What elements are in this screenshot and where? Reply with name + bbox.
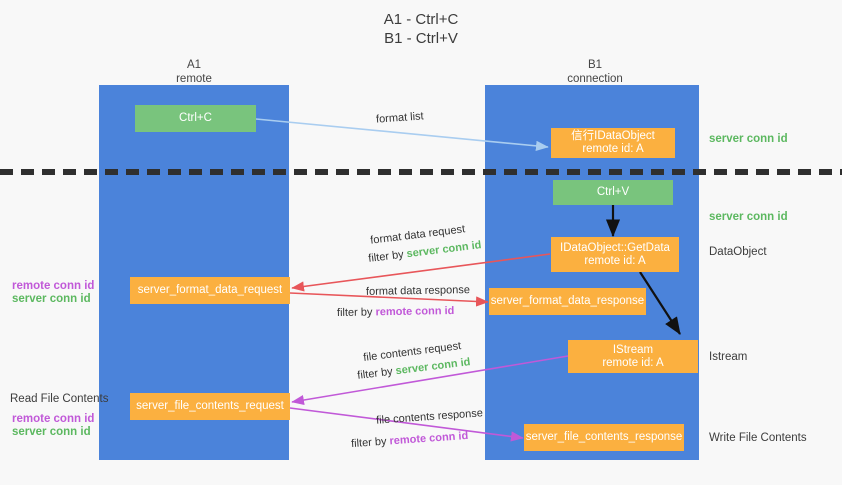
box-istream[interactable]: IStream remote id: A [568,340,698,373]
mid-label-file-contents-response-filter: filter by remote conn id [351,429,469,451]
box-istream-label: IStream [612,343,654,356]
page-title: A1 - Ctrl+C B1 - Ctrl+V [0,10,842,48]
format-data-response-filter-prefix: filter by [336,306,376,320]
right-label-write-file-contents: Write File Contents [709,432,807,444]
format-data-request-filter-value: server conn id [405,239,483,261]
box-getdata-remote-id: remote id: A [584,254,646,267]
box-server-format-data-request[interactable]: server_format_data_request [130,277,290,304]
format-data-response-filter-value: remote conn id [375,304,455,319]
box-server-file-contents-response-label: server_file_contents_response [525,431,683,443]
left-label-read-file-contents: Read File Contents [10,393,109,405]
box-server-format-data-response-label: server_format_data_response [490,295,645,307]
column-header-a1: A1 remote [134,58,254,86]
box-ctrl-c[interactable]: Ctrl+C [135,105,256,132]
mid-label-format-data-response: format data response [365,284,471,298]
right-label-server-conn-id-mid: server conn id [709,211,788,223]
file-contents-request-filter-prefix: filter by [356,365,397,382]
mid-label-file-contents-response: file contents response [375,407,484,427]
column-a1-name: A1 [186,59,202,71]
box-idataobject[interactable]: 信行IDataObject remote id: A [551,128,675,158]
phase-divider [0,169,842,175]
box-idataobject-remote-id: remote id: A [582,143,644,155]
box-ctrl-v[interactable]: Ctrl+V [553,180,673,205]
format-data-request-filter-prefix: filter by [367,248,408,265]
box-ctrl-c-label: Ctrl+C [179,112,212,124]
box-istream-remote-id: remote id: A [602,356,664,369]
right-label-istream: Istream [709,351,748,363]
box-server-format-data-request-label: server_format_data_request [137,284,283,296]
left-label-format-server-conn-id: server conn id [12,293,91,305]
title-line-2: B1 - Ctrl+V [384,30,458,47]
left-label-file-remote-conn-id: remote conn id [12,413,95,425]
right-label-dataobject: DataObject [709,246,767,258]
mid-label-format-data-response-filter: filter by remote conn id [337,304,455,320]
left-label-format-remote-conn-id: remote conn id [12,280,95,292]
box-idataobject-getdata[interactable]: IDataObject::GetData remote id: A [551,237,679,272]
mid-label-format-list: format list [375,110,425,126]
file-contents-response-filter-prefix: filter by [350,435,390,451]
box-server-file-contents-response[interactable]: server_file_contents_response [524,424,684,451]
box-server-format-data-response[interactable]: server_format_data_response [489,288,646,315]
box-server-file-contents-request[interactable]: server_file_contents_request [130,393,290,420]
box-server-file-contents-request-label: server_file_contents_request [136,400,284,412]
column-a1-sub: remote [176,73,212,85]
column-b1-sub: connection [567,73,623,85]
column-header-b1: B1 connection [535,58,655,86]
box-idataobject-label: 信行IDataObject [571,130,655,142]
column-b1-name: B1 [587,59,603,71]
file-contents-response-filter-value: remote conn id [389,429,469,448]
title-line-1: A1 - Ctrl+C [383,11,459,28]
left-label-file-server-conn-id: server conn id [12,426,91,438]
right-label-server-conn-id-top: server conn id [709,133,788,145]
box-ctrl-v-label: Ctrl+V [596,186,630,198]
box-getdata-label: IDataObject::GetData [560,241,670,254]
